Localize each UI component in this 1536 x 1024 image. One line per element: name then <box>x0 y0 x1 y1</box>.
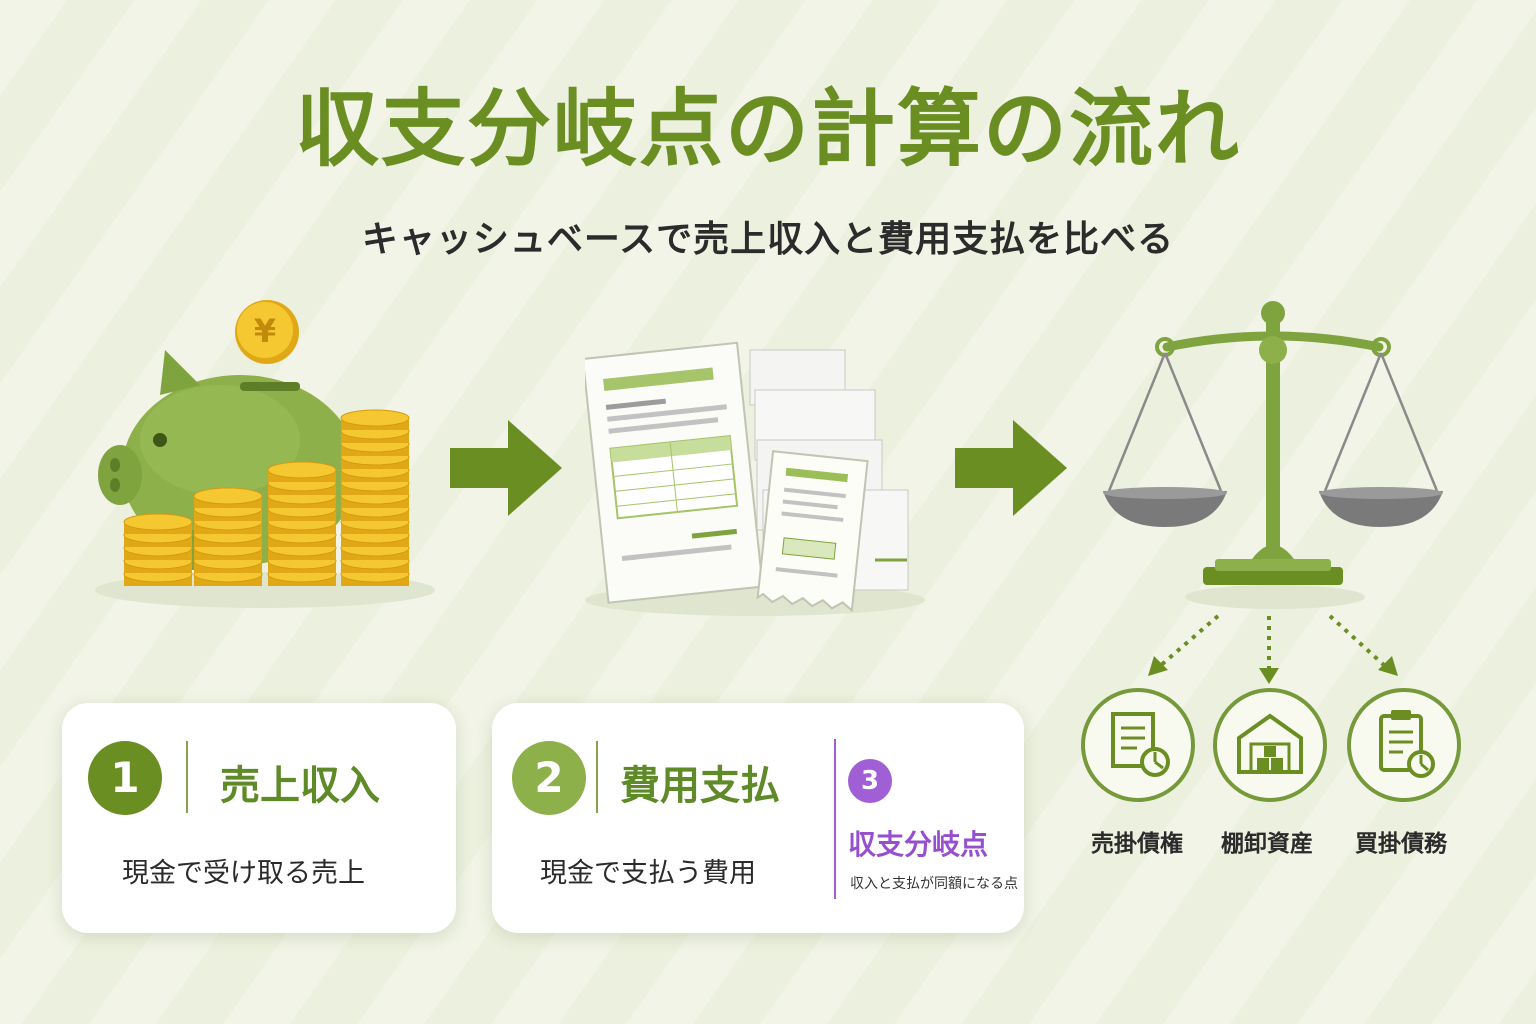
step-1-number: 1 <box>88 741 162 815</box>
receipt-icon <box>756 450 869 613</box>
label-accounts-payable: 買掛債務 <box>1355 831 1447 857</box>
coin-top <box>123 513 193 531</box>
step-3-heading: 収支分岐点 <box>848 828 989 861</box>
flow-arrow-2 <box>955 420 1067 516</box>
balance-scale-illustration <box>1103 301 1443 609</box>
step-1-description: 現金で受け取る売上 <box>122 858 365 889</box>
step-3-number: 3 <box>848 759 892 803</box>
step-2-description: 現金で支払う費用 <box>540 858 756 889</box>
coin-top <box>193 487 263 505</box>
warehouse-icon <box>1213 688 1327 802</box>
svg-text:¥: ¥ <box>254 312 276 350</box>
step-3-divider <box>834 739 836 899</box>
step-1-card: 1 売上収入 現金で受け取る売上 <box>62 703 456 933</box>
coin-top <box>267 461 337 479</box>
divider <box>596 741 598 813</box>
invoice-document-icon <box>585 341 764 604</box>
step-2-number: 2 <box>512 741 586 815</box>
yen-coin-icon: ¥ <box>235 300 299 364</box>
label-accounts-receivable: 売掛債権 <box>1091 831 1183 857</box>
page-title: 収支分岐点の計算の流れ <box>294 80 1241 178</box>
coin-top <box>340 409 410 427</box>
label-inventory: 棚卸資産 <box>1221 831 1313 857</box>
clipboard-chart-icon <box>1347 688 1461 802</box>
step-2-card: 2 費用支払 現金で支払う費用 3 収支分岐点 収入と支払が同額になる点 <box>492 703 1024 933</box>
dotted-arrows <box>1148 614 1398 684</box>
divider <box>186 741 188 813</box>
coin-stacks-icon <box>123 409 410 586</box>
step-1-heading: 売上収入 <box>220 763 380 809</box>
step-2-heading: 費用支払 <box>620 763 780 809</box>
flow-arrow-1 <box>450 420 562 516</box>
document-chart-icon <box>1081 688 1195 802</box>
page-subtitle: キャッシュベースで売上収入と費用支払を比べる <box>361 219 1175 260</box>
step-3-description: 収入と支払が同額になる点 <box>850 876 1018 892</box>
scale-icon <box>1103 301 1443 585</box>
piggy-bank-coins-illustration: ¥ <box>95 300 435 608</box>
documents-illustration <box>585 341 925 616</box>
